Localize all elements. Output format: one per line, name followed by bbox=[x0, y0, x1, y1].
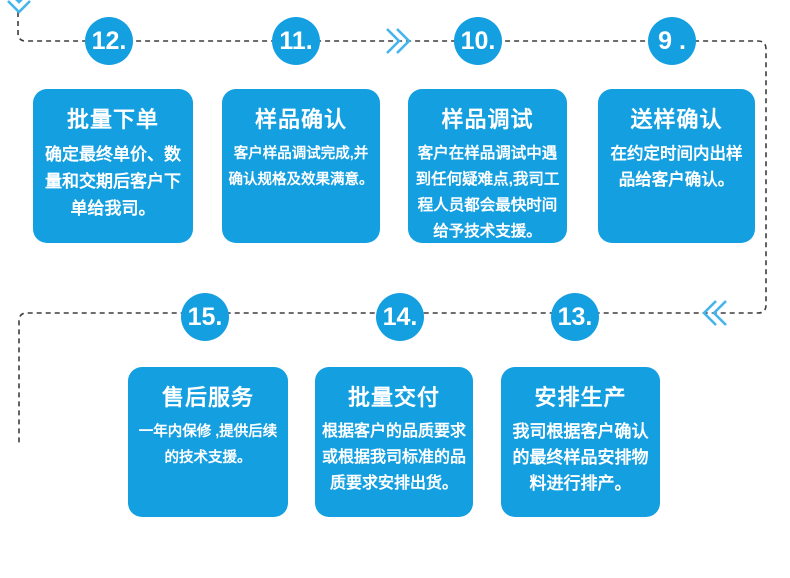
step-description: 根据客户的品质要求 或根据我司标准的品 质要求安排出货。 bbox=[321, 423, 466, 492]
step-number-badge: 14. bbox=[376, 293, 424, 341]
chevron-down-icon bbox=[7, 0, 31, 14]
step-number-badge: 11. bbox=[272, 17, 320, 65]
step-description: 我司根据客户确认 的最终样品安排物 料进行排产。 bbox=[512, 422, 649, 493]
step-description: 一年内保修 ,提供后续 的技术支援。 bbox=[138, 424, 278, 466]
step-card: 批量下单 确定最终单价、数 量和交期后客户下 单给我司。 bbox=[33, 89, 193, 243]
step-card: 批量交付 根据客户的品质要求 或根据我司标准的品 质要求安排出货。 bbox=[315, 367, 473, 517]
chevron-right-icon bbox=[386, 28, 411, 54]
step-number-badge: 9 . bbox=[648, 17, 696, 65]
step-title: 样品确认 bbox=[254, 107, 347, 132]
step-description: 确定最终单价、数 量和交期后客户下 单给我司。 bbox=[45, 145, 181, 218]
step-number-badge: 15. bbox=[181, 293, 229, 341]
step-number-badge: 13. bbox=[551, 293, 599, 341]
step-title: 售后服务 bbox=[161, 385, 254, 410]
step-title: 样品调试 bbox=[441, 107, 534, 132]
step-title: 批量交付 bbox=[347, 385, 440, 410]
step-number-badge: 12. bbox=[85, 17, 133, 65]
step-card: 样品调试 客户在样品调试中遇 到任何疑难点,我司工 程人员都会最快时间 给予技术… bbox=[408, 89, 567, 243]
flow-dashed-path bbox=[17, 12, 767, 446]
step-title: 送样确认 bbox=[630, 107, 723, 132]
step-description: 客户在样品调试中遇 到任何疑难点,我司工 程人员都会最快时间 给予技术支援。 bbox=[415, 145, 560, 240]
step-card: 安排生产 我司根据客户确认 的最终样品安排物 料进行排产。 bbox=[501, 367, 660, 517]
step-card: 送样确认 在约定时间内出样 品给客户确认。 bbox=[598, 89, 755, 243]
step-title: 批量下单 bbox=[66, 107, 159, 132]
chevron-left-icon bbox=[702, 300, 727, 326]
step-title: 安排生产 bbox=[534, 385, 627, 410]
step-number-badge: 10. bbox=[454, 17, 502, 65]
step-card: 售后服务 一年内保修 ,提供后续 的技术支援。 bbox=[128, 367, 288, 517]
step-card: 样品确认 客户样品调试完成,并 确认规格及效果满意。 bbox=[222, 89, 380, 243]
step-description: 在约定时间内出样 品给客户确认。 bbox=[610, 145, 743, 189]
step-description: 客户样品调试完成,并 确认规格及效果满意。 bbox=[228, 146, 374, 188]
